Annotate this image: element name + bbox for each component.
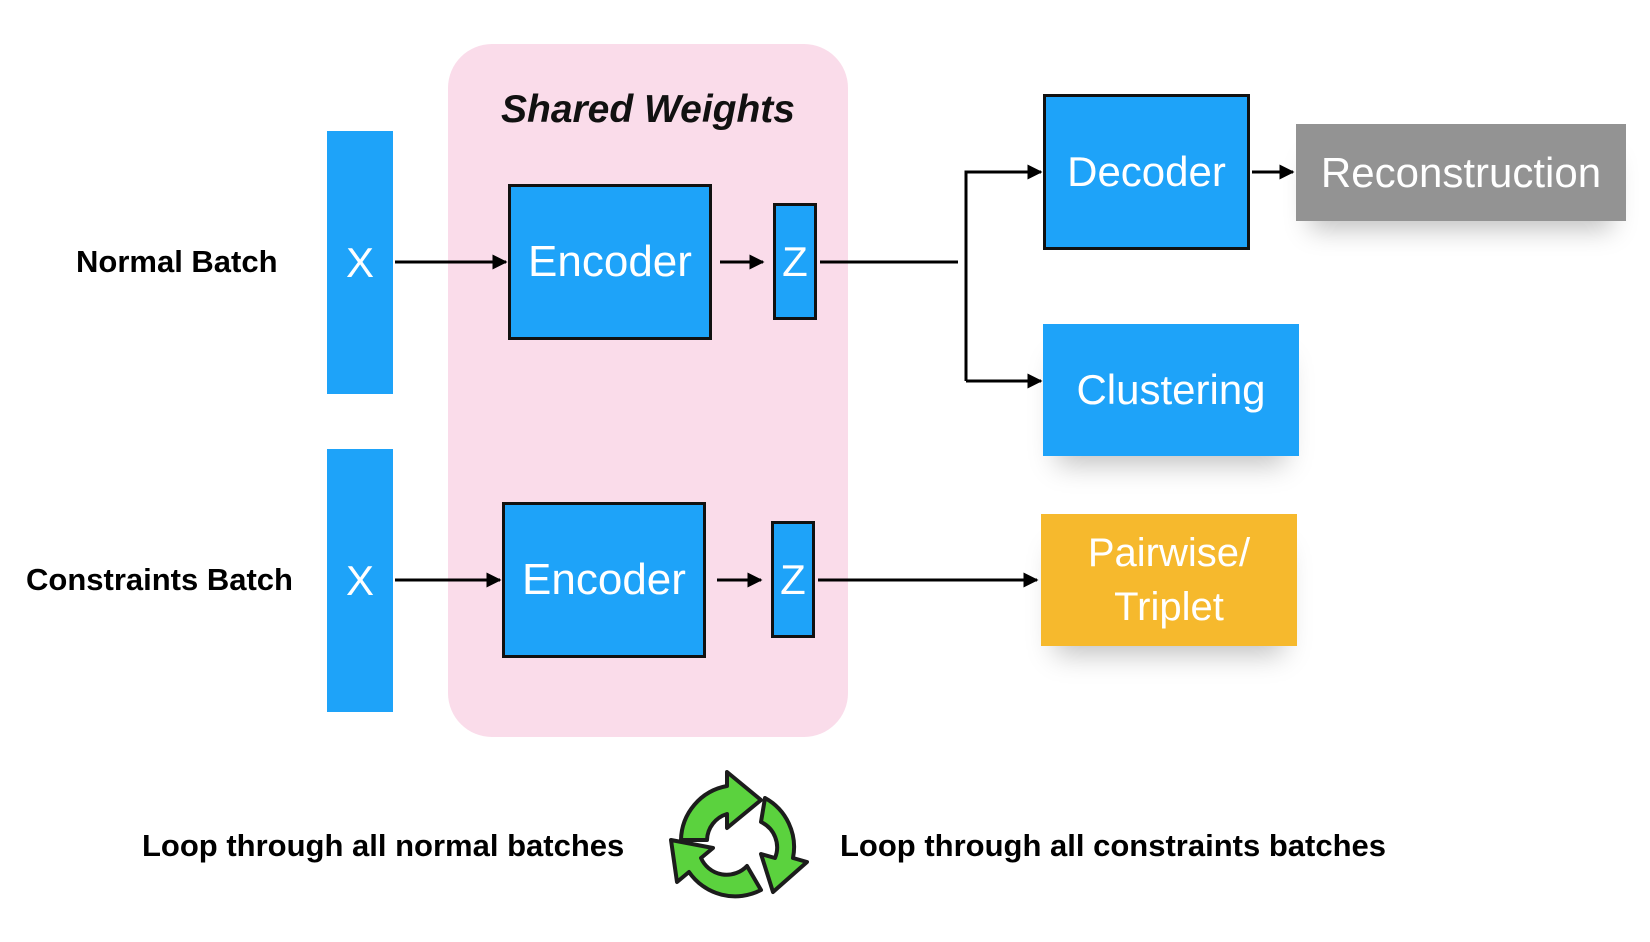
loop-constraints-label: Loop through all constraints batches — [840, 828, 1386, 863]
clustering-box: Clustering — [1043, 324, 1299, 456]
input-x-normal-label: X — [345, 238, 374, 286]
pairwise-label-line2: Triplet — [1114, 585, 1224, 629]
constraints-batch-label: Constraints Batch — [26, 562, 293, 597]
loop-normal-label: Loop through all normal batches — [142, 828, 625, 863]
normal-batch-label: Normal Batch — [76, 244, 278, 279]
cycle-arrows-icon — [669, 770, 809, 899]
reconstruction-box: Reconstruction — [1296, 124, 1626, 221]
pairwise-label-line1: Pairwise/ — [1087, 531, 1251, 575]
encoder-constraints: Encoder — [502, 502, 706, 658]
decoder-box: Decoder — [1043, 94, 1250, 250]
pairwise-triplet-box: Pairwise/ Triplet — [1041, 514, 1297, 646]
encoder-normal-label: Encoder — [528, 237, 692, 286]
shared-weights-title: Shared Weights — [500, 88, 795, 131]
clustering-label: Clustering — [1076, 366, 1266, 413]
encoder-normal: Encoder — [508, 184, 712, 340]
latent-z-constraints: Z — [771, 521, 815, 638]
latent-z-constraints-label: Z — [780, 555, 806, 603]
decoder-label: Decoder — [1067, 148, 1226, 195]
latent-z-normal: Z — [773, 203, 817, 320]
arrow-split-to-decoder — [964, 164, 1043, 381]
encoder-constraints-label: Encoder — [522, 555, 686, 604]
input-x-constraints-label: X — [345, 556, 374, 604]
input-x-normal: X — [327, 131, 393, 394]
reconstruction-label: Reconstruction — [1320, 148, 1602, 196]
input-x-constraints: X — [327, 449, 393, 712]
latent-z-normal-label: Z — [782, 237, 808, 285]
